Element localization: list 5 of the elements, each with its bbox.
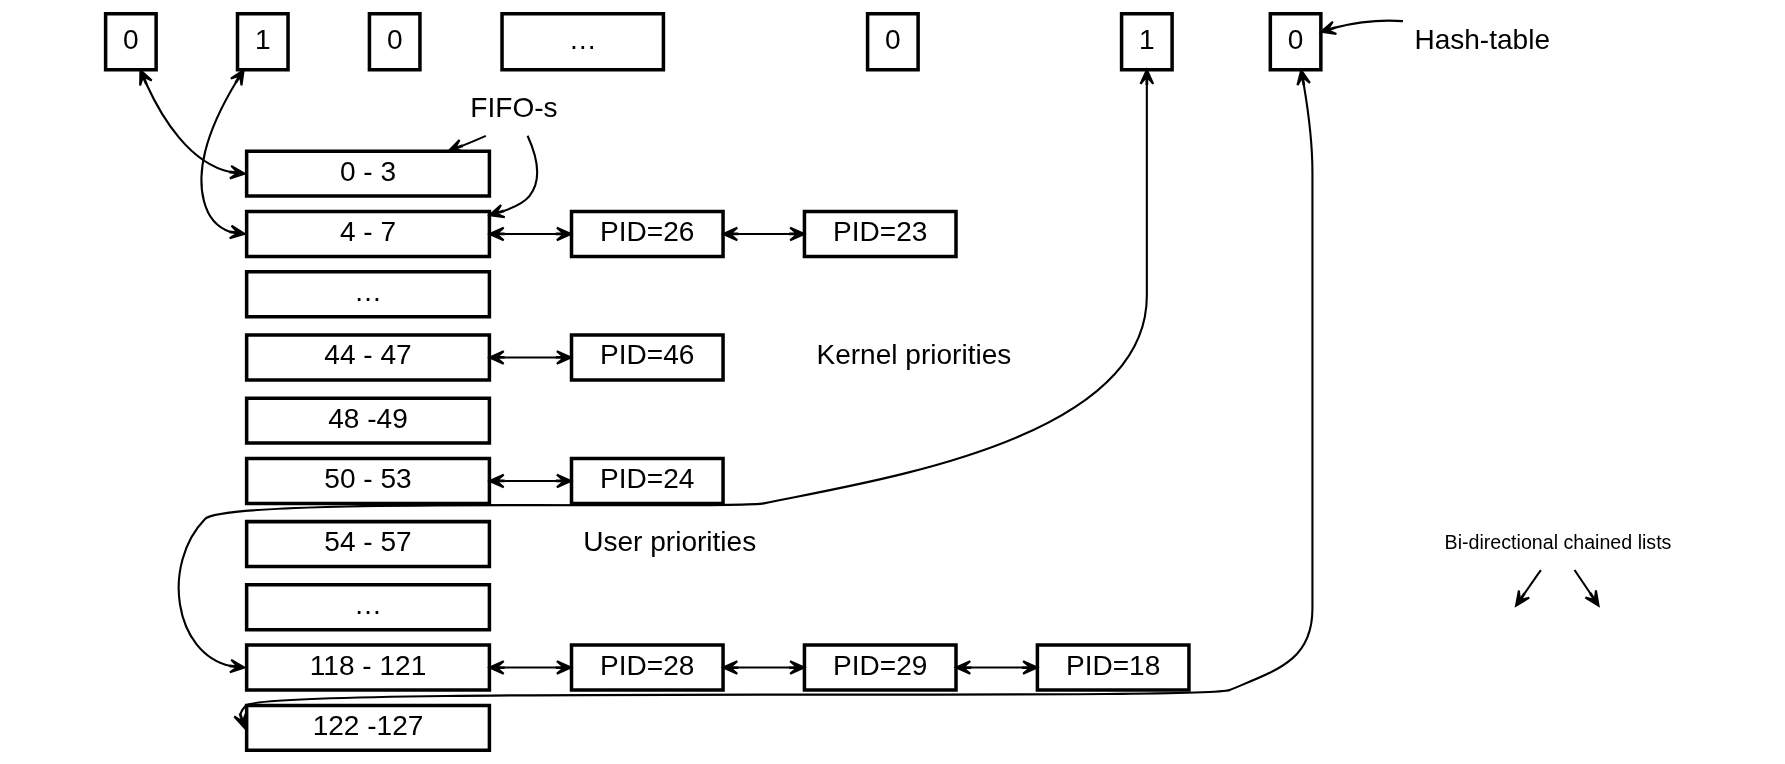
label: User priorities [583,526,757,558]
label: Kernel priorities [816,339,1012,371]
node-text: FIFO-s [470,92,558,124]
node-text: Bi-directional chained lists [1444,531,1672,554]
node-text: Hash-table [1414,23,1551,55]
